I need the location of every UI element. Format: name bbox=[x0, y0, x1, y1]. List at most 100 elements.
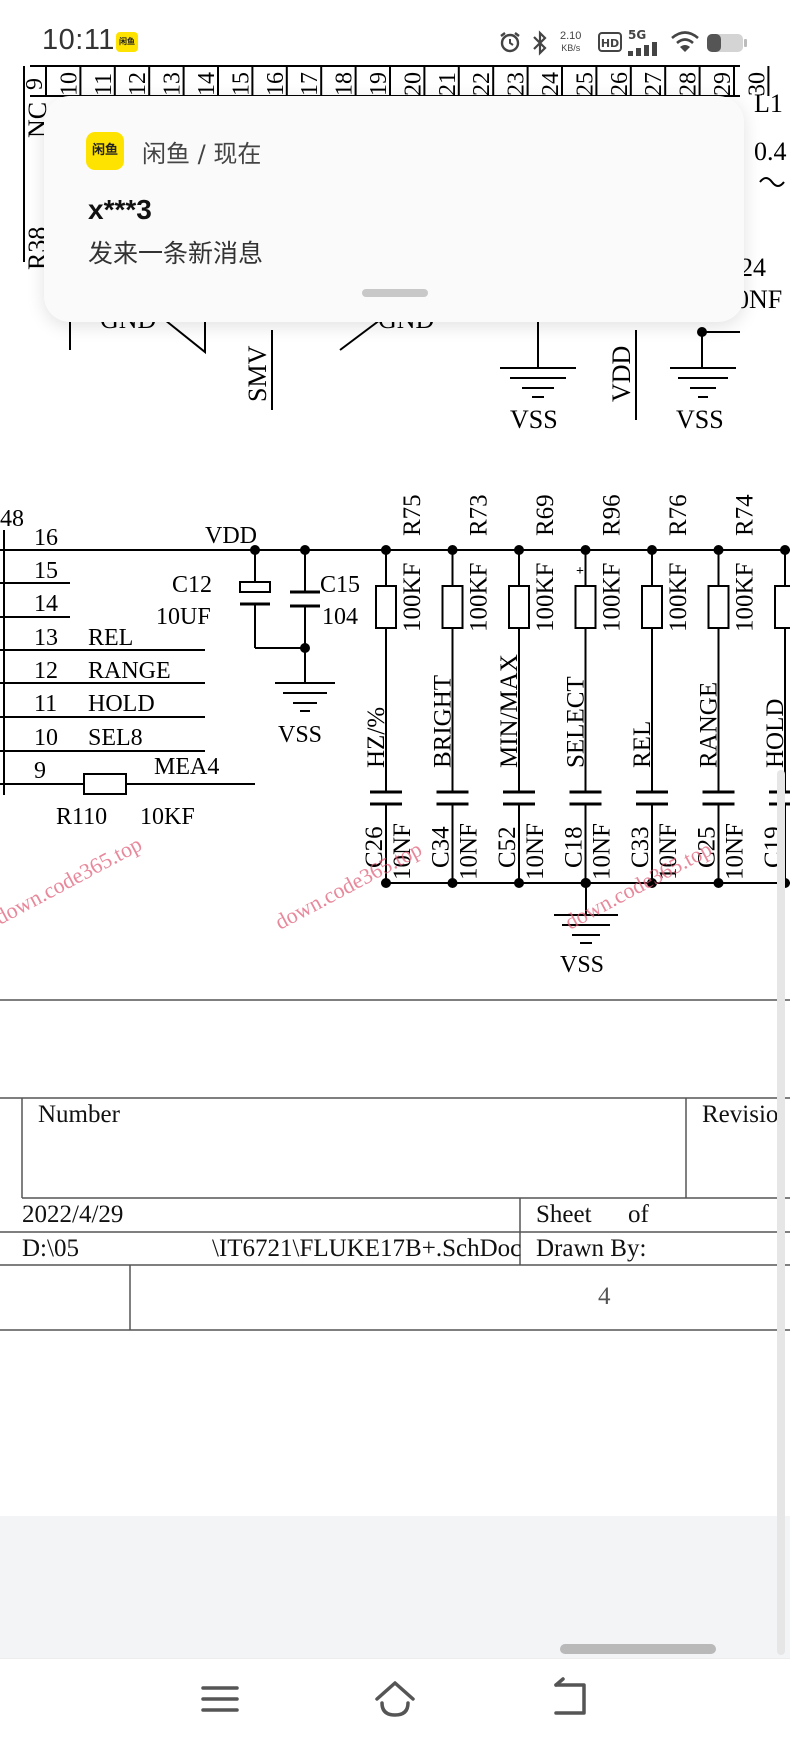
junction-dot bbox=[447, 545, 458, 555]
vss-bottom-label: VSS bbox=[560, 952, 604, 978]
notification-header: 闲鱼 / 现在 bbox=[142, 140, 262, 168]
cap-ref-label: 24 bbox=[740, 253, 766, 282]
resistor-body bbox=[774, 585, 790, 629]
net-label: MIN/MAX bbox=[496, 654, 523, 768]
pin-net-sel8: SEL8 bbox=[88, 725, 143, 751]
resistor-value: 100KF bbox=[599, 563, 626, 632]
l1-label: L1 bbox=[754, 89, 783, 118]
net-label: HOLD bbox=[762, 699, 789, 768]
resistor-body bbox=[574, 585, 597, 629]
xianyu-app-icon: 闲鱼 bbox=[86, 132, 124, 170]
cap-ref: C33 bbox=[627, 826, 654, 868]
xianyu-notification-icon: 闲鱼 bbox=[116, 32, 138, 52]
cap-value: 10NF bbox=[389, 823, 416, 880]
top-pin-number: 22 bbox=[469, 72, 495, 96]
top-pin-number: 19 bbox=[366, 72, 392, 96]
resistor-body bbox=[641, 585, 663, 629]
cap-ref: C26 bbox=[361, 826, 388, 868]
junction-dot bbox=[381, 878, 391, 888]
home-button[interactable] bbox=[355, 1669, 435, 1729]
cap-value: 10NF bbox=[722, 823, 749, 880]
network-type: 5G bbox=[628, 28, 647, 42]
r110-value-label: 10KF bbox=[140, 804, 195, 830]
junction-dot bbox=[780, 545, 790, 555]
resistor-ref: R73 bbox=[466, 494, 493, 536]
junction-dot bbox=[514, 878, 524, 888]
pin-net-range: RANGE bbox=[88, 658, 171, 684]
top-pin-number: 9 bbox=[22, 78, 48, 90]
resistor-ref: R69 bbox=[532, 494, 559, 536]
watermark-2: down.code365.top bbox=[271, 836, 426, 934]
net-label: HZ/% bbox=[363, 707, 390, 768]
top-pin-number: 27 bbox=[641, 72, 667, 96]
top-pin-number: 18 bbox=[332, 72, 358, 96]
junction-dot bbox=[713, 545, 724, 555]
top-pin-number: 29 bbox=[710, 72, 736, 96]
top-pin-number: 13 bbox=[160, 72, 186, 96]
r110-ref-label: R110 bbox=[56, 804, 107, 830]
hd-badge: HD bbox=[598, 32, 622, 52]
net-label: BRIGHT bbox=[430, 675, 457, 768]
revision-label: Revisio bbox=[702, 1101, 778, 1128]
junction-dot bbox=[647, 545, 657, 555]
c15-value-label: 104 bbox=[322, 604, 358, 630]
l1-value-label: 0.4 bbox=[754, 137, 787, 166]
junction-dot bbox=[580, 545, 591, 555]
junction-dot bbox=[381, 545, 391, 555]
pin-num-16: 16 bbox=[34, 525, 58, 551]
vertical-scrollbar[interactable] bbox=[777, 770, 785, 1655]
top-pin-number: 25 bbox=[572, 72, 598, 96]
resistor-body bbox=[707, 585, 730, 629]
menu-icon bbox=[201, 1686, 239, 1712]
cap-value: 10NF bbox=[456, 823, 483, 880]
back-button[interactable] bbox=[530, 1669, 610, 1729]
top-pin-number: 17 bbox=[297, 72, 323, 96]
top-pin-number: 28 bbox=[676, 72, 702, 96]
date-value: 2022/4/29 bbox=[22, 1201, 123, 1228]
wifi-icon bbox=[671, 31, 699, 52]
top-pin-number: 15 bbox=[228, 72, 254, 96]
watermark-1: down.code365.top bbox=[0, 831, 146, 929]
vss-mid-label: VSS bbox=[278, 722, 322, 748]
page-bottom-area bbox=[0, 1516, 790, 1658]
resistor-ref: R74 bbox=[732, 494, 759, 536]
net-label: RANGE bbox=[696, 682, 723, 768]
resistor-value: 100KF bbox=[532, 563, 559, 632]
resistor-value: 100KF bbox=[399, 563, 426, 632]
smv-label: SMV bbox=[243, 345, 272, 402]
back-icon bbox=[554, 1677, 586, 1715]
top-pin-number: 14 bbox=[194, 72, 220, 96]
top-pin-number: 12 bbox=[125, 72, 151, 96]
cap-ref: C52 bbox=[494, 826, 521, 868]
c12-ref-label: C12 bbox=[172, 572, 212, 598]
status-time: 10:11 bbox=[42, 24, 115, 56]
notification-body: 发来一条新消息 bbox=[88, 239, 264, 268]
cap-ref: C34 bbox=[428, 826, 455, 868]
pin-num-11: 11 bbox=[34, 691, 57, 717]
home-icon bbox=[375, 1681, 415, 1717]
notification-card[interactable]: 闲鱼 闲鱼 / 现在 x***3 发来一条新消息 bbox=[44, 96, 744, 322]
top-pin-number: 23 bbox=[504, 72, 530, 96]
horizontal-scrollbar[interactable] bbox=[560, 1644, 716, 1654]
c12-value-label: 10UF bbox=[156, 604, 211, 630]
pin-num-10: 10 bbox=[34, 725, 58, 751]
ic-pin-48-label: 48 bbox=[0, 506, 24, 532]
resistor-ref: R76 bbox=[665, 494, 692, 536]
pin-net-hold: HOLD bbox=[88, 691, 155, 717]
vdd-rail-label: VDD bbox=[205, 523, 257, 549]
resistor-value: 100KF bbox=[665, 563, 692, 632]
top-pin-number: 21 bbox=[435, 72, 461, 96]
resistor-ref: R75 bbox=[399, 494, 426, 536]
resistor-body bbox=[375, 585, 397, 629]
menu-button[interactable] bbox=[180, 1669, 260, 1729]
notification-drag-handle[interactable] bbox=[362, 289, 428, 297]
pin-net-mea4: MEA4 bbox=[154, 754, 219, 780]
pin-num-15: 15 bbox=[34, 558, 58, 584]
sheet-label: Sheet bbox=[536, 1201, 592, 1228]
vss-top-2-label: VSS bbox=[676, 405, 724, 434]
path-value: D:\05 bbox=[22, 1235, 79, 1262]
top-pin-number: 24 bbox=[538, 72, 564, 96]
